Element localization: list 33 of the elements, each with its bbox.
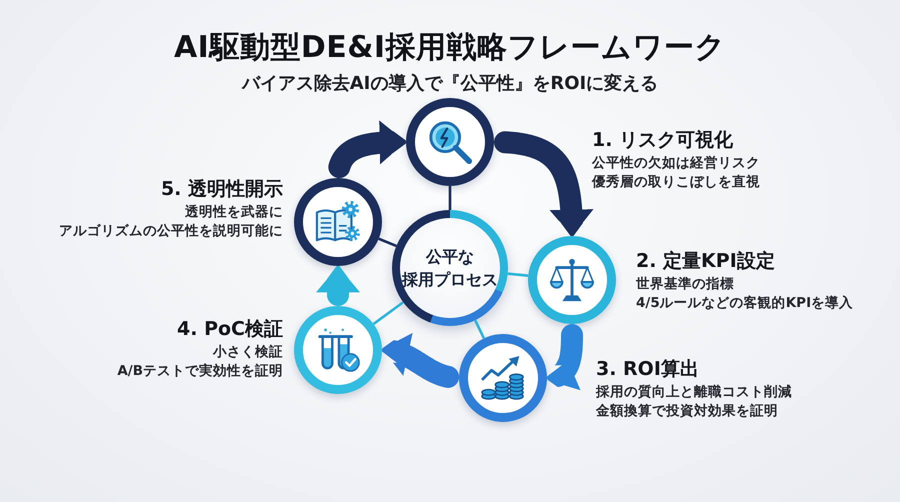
cycle-arrow bbox=[382, 332, 460, 388]
connector-line bbox=[474, 320, 486, 339]
step-heading: 1. リスク可視化 bbox=[592, 128, 734, 153]
step-circle bbox=[528, 236, 616, 324]
cycle-arrow bbox=[316, 266, 360, 306]
step-description: 採用の質向上と離職コスト削減 bbox=[596, 383, 792, 402]
step-heading: 2. 定量KPI設定 bbox=[636, 249, 775, 274]
connector-line bbox=[372, 301, 404, 326]
connector-line bbox=[448, 186, 452, 210]
step-circle bbox=[406, 98, 494, 186]
step-circle bbox=[294, 306, 382, 394]
step-description: A/Bテストで実効性を証明 bbox=[117, 362, 283, 381]
hub-label: 公平な採用プロセス bbox=[400, 246, 499, 291]
step-description: 世界基準の指標 bbox=[636, 275, 734, 294]
step-description: 4/5ルールなどの客観的KPIを導入 bbox=[636, 294, 854, 313]
step-description: 小さく検証 bbox=[213, 343, 283, 362]
connector-line bbox=[508, 272, 528, 277]
step-description: 金額換算で投資対効果を証明 bbox=[596, 402, 778, 421]
step-description: 優秀層の取りこぼしを直視 bbox=[592, 173, 760, 192]
step-description: アルゴリズムの公平性を説明可能に bbox=[59, 222, 283, 241]
step-circle bbox=[459, 334, 547, 422]
diagram-title: AI駆動型DE&I採用戦略フレームワーク bbox=[174, 30, 726, 65]
connector-line bbox=[378, 238, 397, 248]
cycle-arrow bbox=[328, 120, 406, 178]
step-circle bbox=[294, 178, 382, 266]
step-description: 公平性の欠如は経営リスク bbox=[592, 154, 760, 173]
step-heading: 4. PoC検証 bbox=[177, 317, 283, 342]
step-heading: 3. ROI算出 bbox=[596, 357, 699, 382]
subtitle: バイアス除去AIの導入で『公平性』をROIに変える bbox=[242, 73, 658, 94]
step-description: 透明性を武器に bbox=[185, 203, 283, 222]
cycle-arrow bbox=[494, 131, 594, 236]
cycle-arrow bbox=[546, 324, 584, 390]
step-heading: 5. 透明性開示 bbox=[160, 177, 283, 202]
